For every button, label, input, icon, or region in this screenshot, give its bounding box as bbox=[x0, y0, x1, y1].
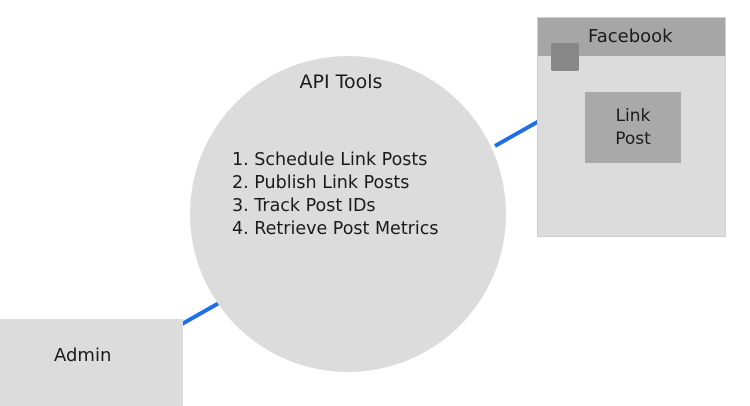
api-tools-title: API Tools bbox=[299, 71, 383, 93]
api-tools-list: 1. Schedule Link Posts 2. Publish Link P… bbox=[232, 149, 438, 241]
admin-label: Admin bbox=[54, 345, 112, 366]
link-post-card: Link Post bbox=[585, 92, 681, 163]
api-tools-item: 1. Schedule Link Posts bbox=[232, 150, 428, 170]
api-tools-item: 3. Track Post IDs bbox=[232, 196, 376, 216]
facebook-avatar bbox=[551, 43, 579, 71]
api-tools-item: 2. Publish Link Posts bbox=[232, 173, 410, 193]
facebook-header: Facebook bbox=[538, 18, 725, 56]
admin-node: Admin bbox=[0, 319, 183, 406]
api-tools-item: 4. Retrieve Post Metrics bbox=[232, 219, 439, 239]
facebook-node: Facebook Link Post bbox=[537, 17, 726, 237]
facebook-title: Facebook bbox=[588, 26, 673, 47]
link-post-label: Link Post bbox=[615, 105, 651, 149]
api-tools-node: API Tools 1. Schedule Link Posts 2. Publ… bbox=[190, 56, 506, 372]
